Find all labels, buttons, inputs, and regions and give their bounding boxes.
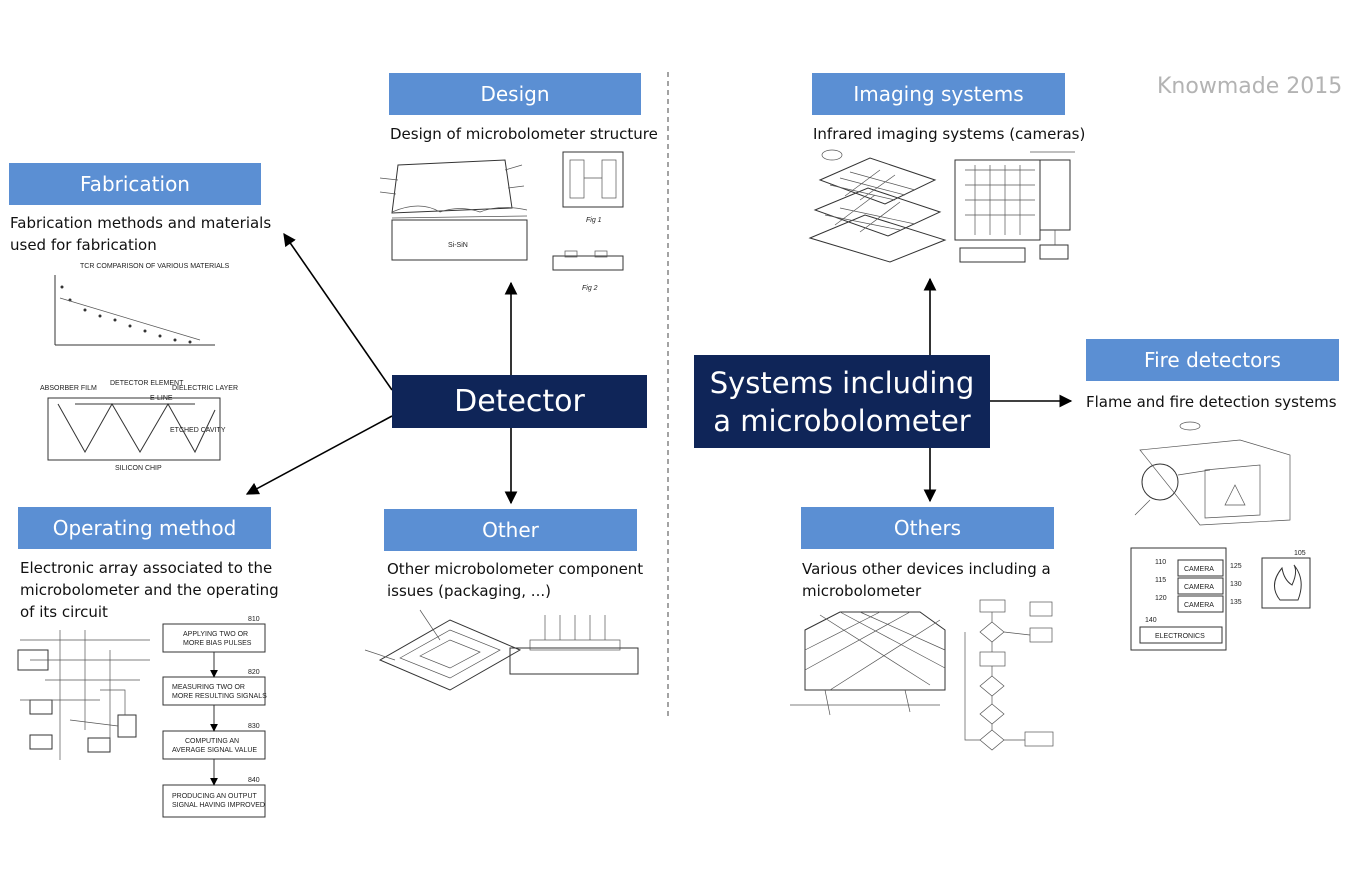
tcr-chart-title: TCR COMPARISON OF VARIOUS MATERIALS — [80, 263, 230, 270]
operating-flowchart-figure: 810 APPLYING TWO OR MORE BIAS PULSES 820… — [162, 616, 267, 818]
fire-electronics-label: ELECTRONICS — [1155, 633, 1205, 640]
detector-hub: Detector — [392, 375, 647, 428]
fabrication-box: Fabrication — [9, 163, 261, 205]
flow-step-3-line2: AVERAGE SIGNAL VALUE — [172, 747, 257, 754]
systems-hub-line2: a microbolometer — [713, 403, 971, 438]
flow-step-2-line1: MEASURING TWO OR — [172, 684, 245, 691]
design-fig1-figure: Fig 1 — [562, 151, 624, 224]
flow-step-2-line2: MORE RESULTING SIGNALS — [172, 693, 267, 700]
others-description: Various other devices including a microb… — [802, 558, 1051, 602]
fire-detectors-description: Flame and fire detection systems — [1086, 393, 1337, 411]
design-title: Design — [480, 82, 550, 106]
operating-method-description: Electronic array associated to the micro… — [20, 557, 279, 623]
arrow-detector-to-operating — [245, 415, 393, 495]
flow-step-4-line2: SIGNAL HAVING IMPROVED — [172, 802, 265, 809]
fab-label-absorber: ABSORBER FILM — [40, 385, 97, 392]
others-desc-line2: microbolometer — [802, 582, 922, 600]
others-device-figure — [790, 611, 946, 716]
fabrication-title: Fabrication — [80, 172, 190, 196]
systems-hub-line1: Systems including — [709, 365, 975, 400]
systems-hub: Systems including a microbolometer — [694, 355, 990, 448]
fabrication-description: Fabrication methods and materials used f… — [10, 212, 271, 256]
other-title: Other — [482, 518, 539, 542]
fire-camera-1-label: CAMERA — [1184, 566, 1214, 573]
flow-step-2-num: 820 — [248, 669, 260, 676]
flow-step-4-line1: PRODUCING AN OUTPUT — [172, 793, 258, 800]
operating-desc-line2: microbolometer and the operating — [20, 581, 279, 599]
others-title: Others — [893, 516, 962, 540]
other-box: Other — [384, 509, 637, 551]
fire-camera-2-label: CAMERA — [1184, 584, 1214, 591]
fab-label-dielectric: DIELECTRIC LAYER — [172, 385, 238, 392]
other-desc-line1: Other microbolometer component — [387, 560, 644, 578]
fab-label-silicon: SILICON CHIP — [115, 465, 162, 472]
fire-camera-2-id: 115 — [1155, 577, 1166, 584]
fabrication-desc-line2: used for fabrication — [10, 236, 157, 254]
fire-detectors-title: Fire detectors — [1144, 348, 1281, 372]
other-description: Other microbolometer component issues (p… — [387, 558, 643, 602]
others-flowchart-figure — [964, 599, 1054, 751]
fab-label-detector: DETECTOR ELEMENT — [110, 380, 184, 387]
flow-step-4-num: 840 — [248, 777, 260, 784]
fabrication-tcr-chart-figure: TCR COMPARISON OF VARIOUS MATERIALS — [54, 263, 230, 346]
operating-circuit-figure — [17, 630, 150, 760]
design-box: Design — [389, 73, 641, 115]
design-description: Design of microbolometer structure — [390, 125, 658, 143]
operating-method-box: Operating method — [18, 507, 271, 549]
design-cross-section-figure: Si-SiN — [379, 159, 528, 261]
others-box: Others — [801, 507, 1054, 549]
flow-step-1-num: 810 — [248, 616, 260, 623]
fire-camera-3-ref: 135 — [1230, 599, 1242, 606]
fire-camera-1-id: 110 — [1155, 559, 1166, 566]
fire-camera-1-ref: 125 — [1230, 563, 1242, 570]
other-desc-line2: issues (packaging, ...) — [387, 582, 551, 600]
design-fig2-figure: Fig 2 — [552, 250, 624, 292]
imaging-circuit-figure — [954, 151, 1075, 263]
fire-electronics-id: 140 — [1145, 617, 1157, 624]
detector-hub-label: Detector — [454, 384, 585, 419]
fab-label-cavity: ETCHED CAVITY — [170, 427, 226, 434]
fire-flame-id: 105 — [1294, 550, 1306, 557]
fire-camera-3-label: CAMERA — [1184, 602, 1214, 609]
arrow-detector-to-fabrication — [283, 232, 393, 391]
other-packaging-figure — [364, 609, 639, 691]
fire-camera-3-id: 120 — [1155, 595, 1167, 602]
fire-scene-figure — [1134, 421, 1291, 526]
imaging-array-figure — [808, 149, 947, 263]
operating-method-title: Operating method — [52, 516, 237, 540]
fire-camera-2-ref: 130 — [1230, 581, 1242, 588]
flow-step-1-line2: MORE BIAS PULSES — [183, 640, 252, 647]
operating-desc-line3: of its circuit — [20, 603, 108, 621]
operating-desc-line1: Electronic array associated to the — [20, 559, 273, 577]
others-desc-line1: Various other devices including a — [802, 560, 1051, 578]
fabrication-desc-line1: Fabrication methods and materials — [10, 214, 272, 232]
fabrication-cross-section-figure: ABSORBER FILM DETECTOR ELEMENT DIELECTRI… — [40, 380, 238, 472]
flow-step-3-line1: COMPUTING AN — [185, 738, 239, 745]
imaging-systems-title: Imaging systems — [853, 82, 1024, 106]
flow-step-3-num: 830 — [248, 723, 260, 730]
design-fig1-label: Fig 1 — [586, 217, 602, 224]
fire-block-diagram-figure: CAMERA CAMERA CAMERA ELECTRONICS 110 115… — [1130, 547, 1311, 651]
flow-step-1-line1: APPLYING TWO OR — [183, 631, 248, 638]
imaging-systems-box: Imaging systems — [812, 73, 1065, 115]
design-substrate-label: Si-SiN — [448, 242, 468, 249]
imaging-systems-description: Infrared imaging systems (cameras) — [813, 125, 1086, 143]
watermark: Knowmade 2015 — [1157, 74, 1343, 99]
fire-detectors-box: Fire detectors — [1086, 339, 1339, 381]
design-fig2-label: Fig 2 — [582, 285, 598, 292]
fab-label-eline: E-LINE — [150, 395, 173, 402]
